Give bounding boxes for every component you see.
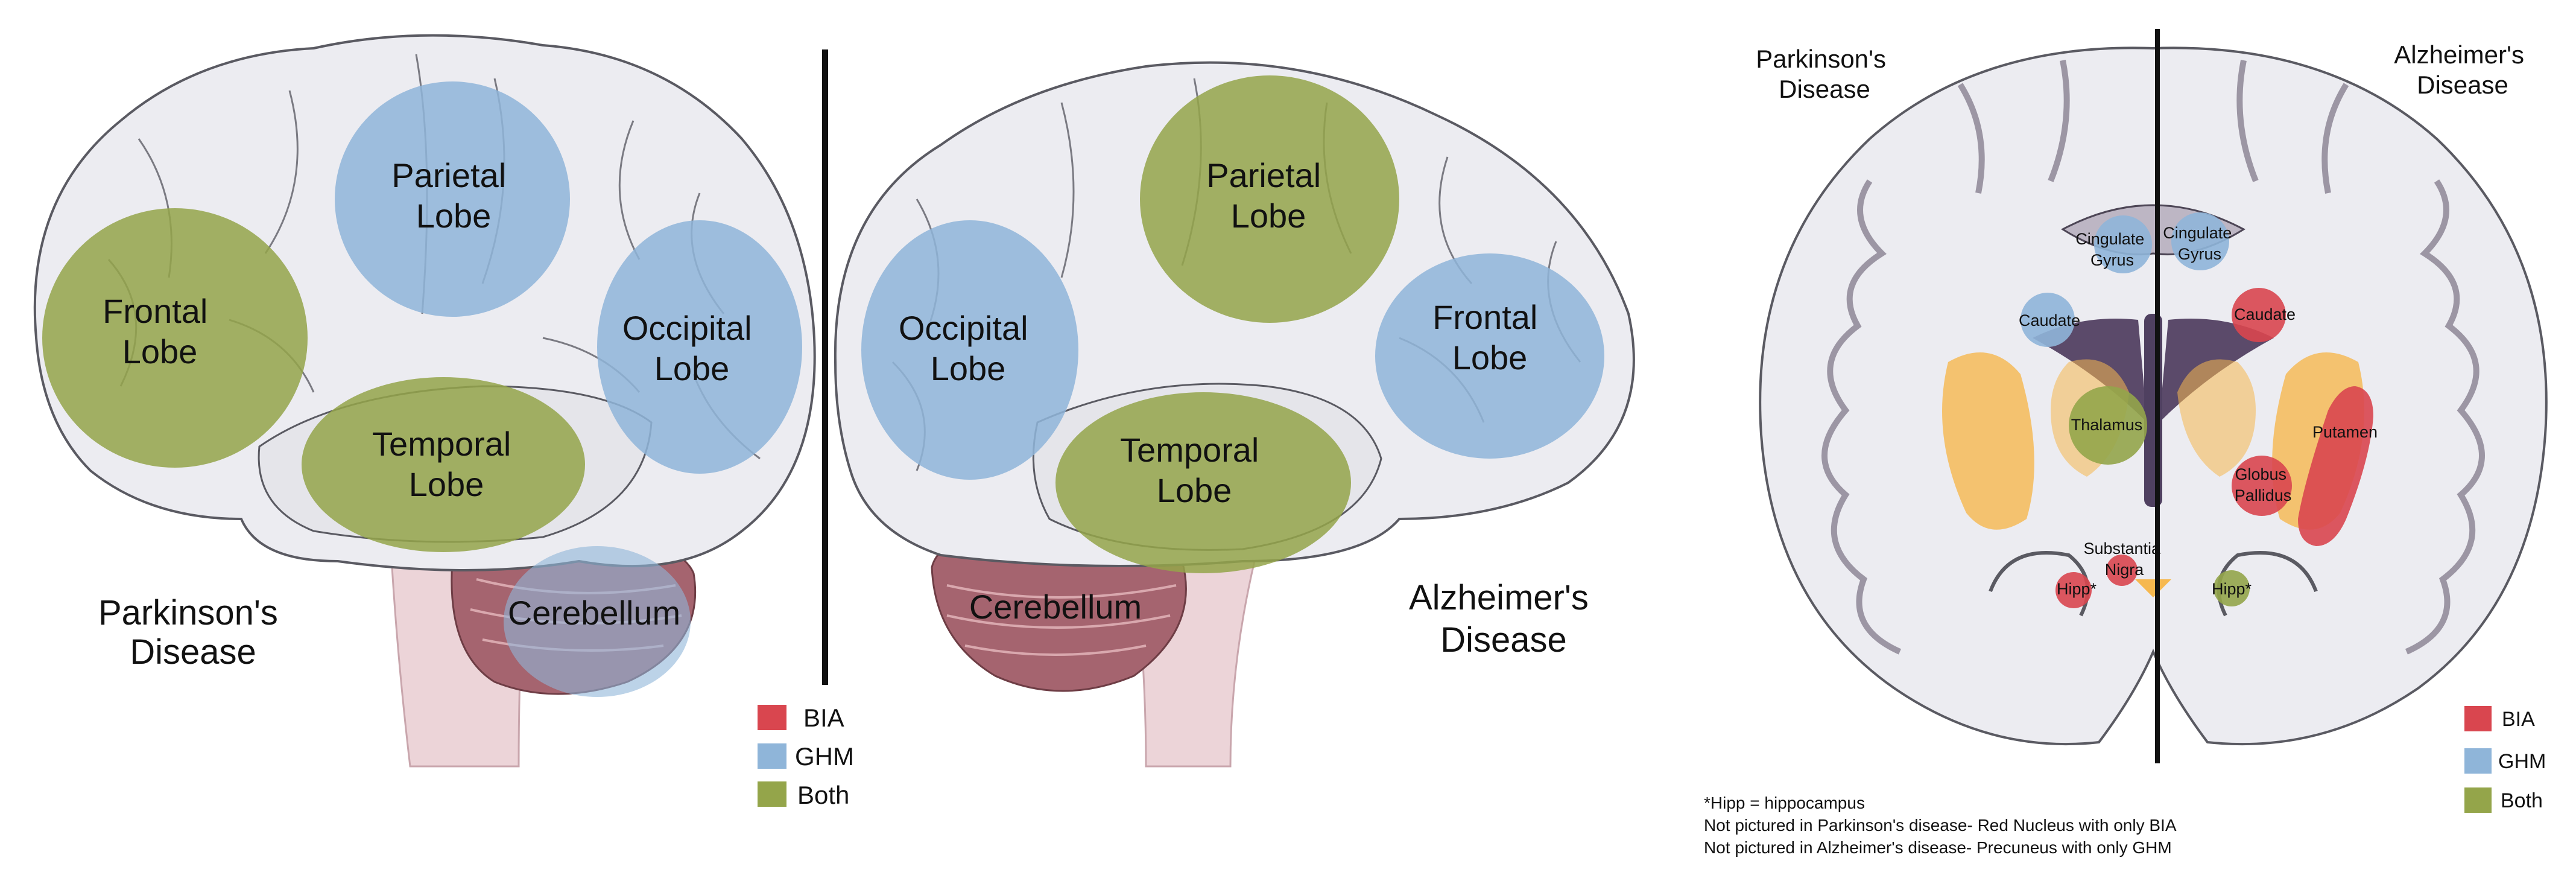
legend-swatch-ghm	[758, 743, 786, 769]
coronal-region-hipp-right	[2214, 570, 2250, 606]
legend-label-ghm: GHM	[795, 742, 854, 771]
left-lateral-brain: Parietal Lobe Frontal Lobe Occipital Lob…	[33, 34, 816, 768]
coronal-footnotes: *Hipp = hippocampus Not pictured in Park…	[1704, 794, 2177, 857]
right-occipital-label: Occipital Lobe	[899, 309, 1037, 387]
left-region-cerebellum	[504, 546, 691, 697]
right-lateral-brain: Parietal Lobe Occipital Lobe Frontal Lob…	[834, 61, 1635, 768]
coronal-putamen-label: Putamen	[2312, 423, 2378, 441]
footnote-hipp: *Hipp = hippocampus	[1704, 794, 1865, 812]
coronal-section: Cingulate Gyrus Cingulate Gyrus Caudate …	[1756, 29, 2548, 763]
right-disease-label: Alzheimer's Disease	[1409, 578, 1598, 660]
footnote-alzheimers: Not pictured in Alzheimer's disease- Pre…	[1704, 838, 2172, 857]
coronal-region-substantia-nigra	[2106, 555, 2138, 586]
left-temporal-label: Temporal Lobe	[372, 425, 521, 503]
right-temporal-label: Temporal Lobe	[1120, 431, 1268, 509]
coronal-caudate-left-label: Caudate	[2019, 311, 2080, 329]
left-occipital-label: Occipital Lobe	[622, 309, 761, 387]
coronal-legend-label-ghm: GHM	[2498, 750, 2546, 773]
coronal-right-disease-label: Alzheimer's Disease	[2394, 40, 2531, 99]
coronal-legend-swatch-both	[2464, 787, 2492, 813]
coronal-legend-swatch-ghm	[2464, 748, 2492, 774]
coronal-region-caudate-left	[2021, 293, 2075, 347]
lateral-legend: BIA GHM Both	[758, 704, 854, 809]
left-region-temporal	[302, 377, 585, 552]
legend-swatch-bia	[758, 705, 786, 730]
right-region-frontal	[1375, 253, 1604, 459]
left-disease-label: Parkinson's Disease	[98, 593, 288, 672]
right-frontal-label: Frontal Lobe	[1432, 298, 1547, 377]
left-region-parietal	[335, 81, 570, 317]
footnote-parkinsons: Not pictured in Parkinson's disease- Red…	[1704, 816, 2177, 835]
coronal-region-putamen	[2298, 386, 2373, 546]
coronal-substantia-nigra-label: Substantia Nigra	[2083, 539, 2165, 579]
coronal-globus-pallidus-label: Globus Pallidus	[2235, 465, 2292, 504]
coronal-region-cingulate-right	[2171, 212, 2229, 270]
coronal-left-disease-label: Parkinson's Disease	[1756, 45, 1893, 103]
legend-swatch-both	[758, 781, 786, 807]
coronal-region-caudate-right	[2232, 288, 2286, 342]
coronal-caudate-right-label: Caudate	[2234, 305, 2296, 323]
coronal-cingulate-right-label: Cingulate Gyrus	[2163, 224, 2236, 263]
coronal-legend-label-both: Both	[2501, 789, 2543, 812]
coronal-legend-label-bia: BIA	[2502, 708, 2535, 731]
coronal-legend: BIA GHM Both	[2464, 706, 2546, 813]
left-frontal-label: Frontal Lobe	[103, 292, 217, 371]
coronal-legend-swatch-bia	[2464, 706, 2492, 731]
right-region-parietal	[1140, 75, 1399, 323]
coronal-thalamus-label: Thalamus	[2071, 416, 2143, 434]
coronal-cingulate-left-label: Cingulate Gyrus	[2075, 230, 2149, 269]
coronal-region-cingulate-left	[2094, 215, 2152, 273]
legend-label-bia: BIA	[803, 704, 844, 732]
right-region-temporal	[1055, 392, 1351, 573]
legend-label-both: Both	[797, 781, 849, 809]
coronal-region-hipp-left	[2055, 572, 2092, 608]
left-region-frontal	[42, 208, 308, 468]
coronal-hipp-right-label: Hipp*	[2212, 580, 2252, 598]
coronal-region-thalamus	[2069, 386, 2147, 465]
left-parietal-label: Parietal Lobe	[391, 156, 515, 235]
right-region-occipital	[861, 220, 1078, 480]
left-cerebellum-label: Cerebellum	[508, 594, 680, 632]
left-region-occipital	[597, 220, 802, 474]
coronal-region-globus-pallidus	[2232, 456, 2292, 516]
right-cerebellum-label: Cerebellum	[969, 588, 1142, 626]
coronal-hipp-left-label: Hipp*	[2057, 580, 2097, 598]
right-parietal-label: Parietal Lobe	[1206, 156, 1330, 235]
